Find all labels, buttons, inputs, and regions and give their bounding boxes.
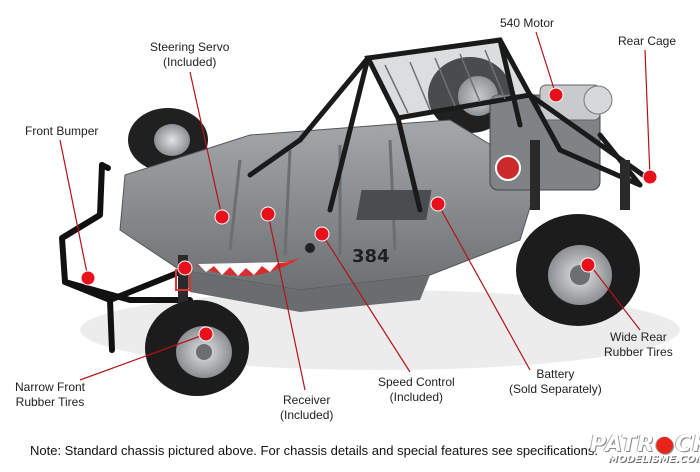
label-speed-control: Speed Control (Included) bbox=[378, 375, 455, 404]
marker-battery bbox=[430, 196, 446, 212]
callout-lines bbox=[59, 31, 651, 391]
marker-steering-servo bbox=[214, 209, 230, 225]
front-bumper bbox=[59, 162, 193, 353]
label-battery: Battery (Sold Separately) bbox=[509, 367, 602, 396]
marker-rear-cage bbox=[642, 169, 658, 185]
rear-right-wheel bbox=[516, 214, 640, 326]
rear-shocks bbox=[530, 140, 630, 210]
label-receiver: Receiver (Included) bbox=[280, 393, 334, 422]
label-steering-servo: Steering Servo (Included) bbox=[150, 40, 230, 69]
watermark-logo: PATR●CK MODELISME.COM bbox=[590, 432, 700, 466]
marker-front-shock bbox=[177, 260, 193, 276]
marker-front-bumper bbox=[80, 270, 96, 286]
roof-mesh bbox=[384, 49, 506, 114]
marker-wide-rear-tires bbox=[580, 257, 596, 273]
label-540-motor: 540 Motor bbox=[500, 16, 555, 30]
logo-subtitle: MODELISME.COM bbox=[608, 454, 700, 465]
marker-narrow-front-tires bbox=[198, 326, 214, 342]
logo-wordmark: PATR●CK bbox=[590, 432, 700, 457]
label-wide-rear-rubber-tires: Wide Rear Rubber Tires bbox=[604, 330, 673, 359]
label-rear-cage: Rear Cage bbox=[618, 34, 677, 48]
chassis-decal-number: 384 bbox=[352, 246, 390, 267]
footnote: Note: Standard chassis pictured above. F… bbox=[30, 443, 598, 458]
label-narrow-front-rubber-tires: Narrow Front Rubber Tires bbox=[15, 380, 86, 409]
front-right-wheel bbox=[145, 300, 249, 396]
label-front-bumper: Front Bumper bbox=[25, 124, 99, 138]
callout-markers bbox=[80, 87, 658, 342]
marker-motor bbox=[548, 87, 564, 103]
marker-speed-control bbox=[314, 226, 330, 242]
marker-receiver bbox=[260, 206, 276, 222]
